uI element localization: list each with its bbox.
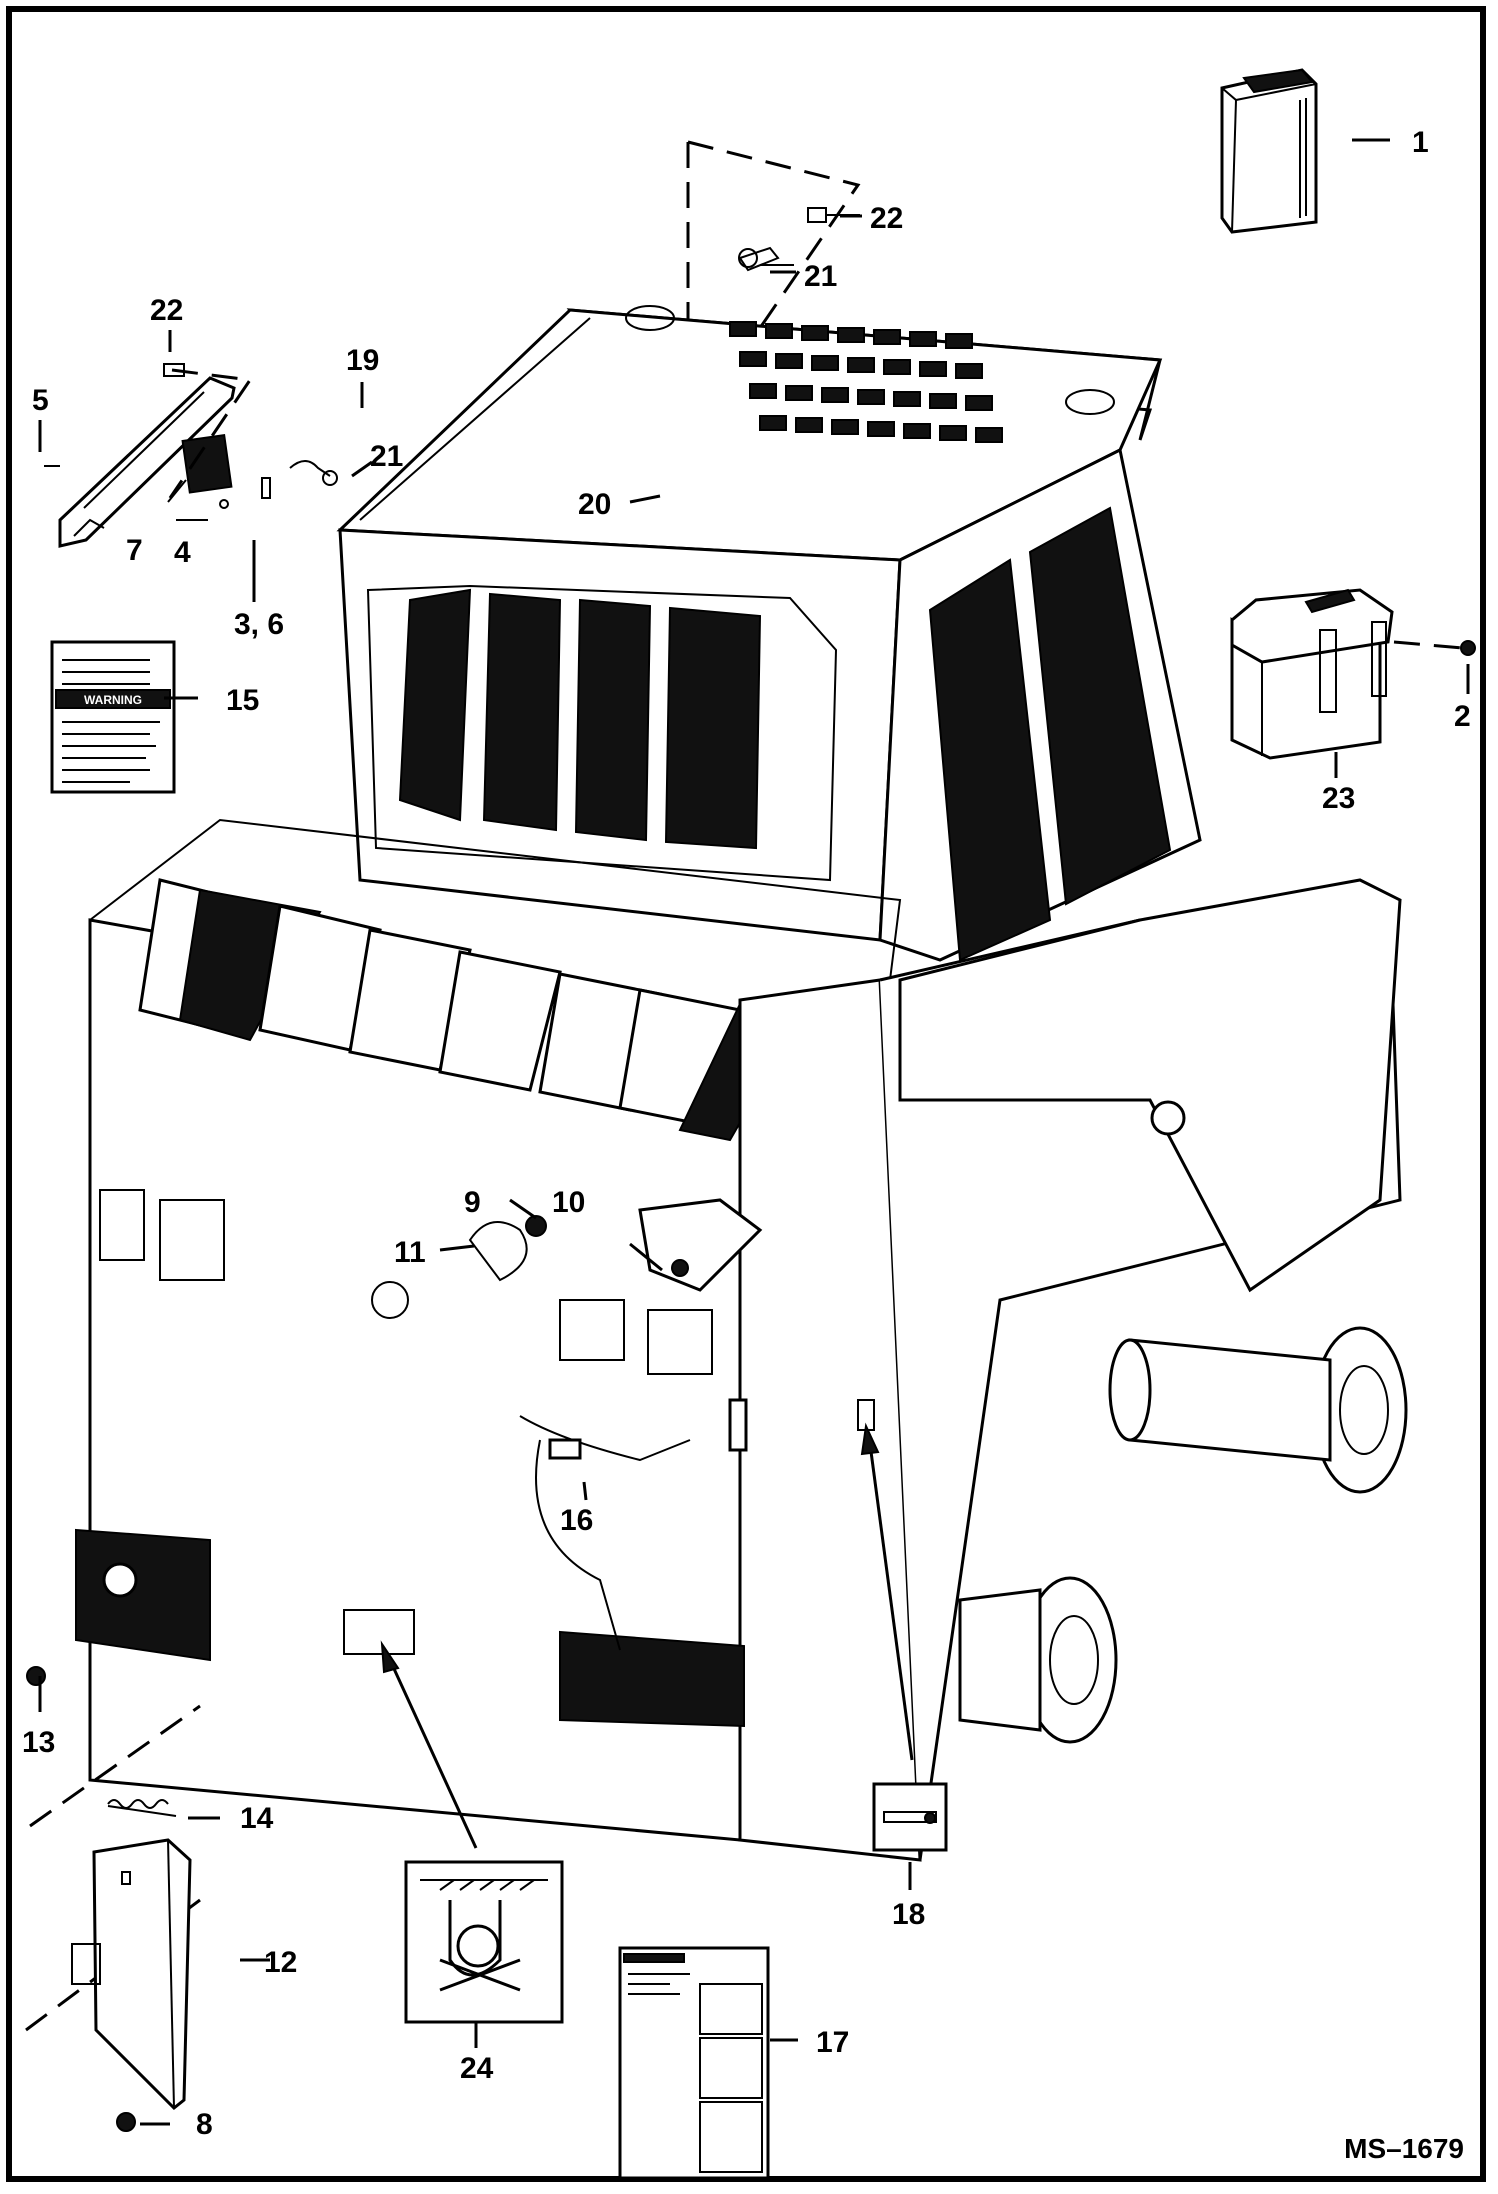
decal-warning-text: WARNING	[84, 693, 142, 707]
callout-19: 19	[346, 344, 379, 377]
callout-24: 24	[460, 2052, 494, 2085]
callout-12: 12	[264, 1946, 297, 1979]
callout-21-left: 21	[370, 440, 403, 473]
arrow-24	[388, 1659, 478, 1849]
part-24-decal	[404, 1860, 564, 2024]
callout-5: 5	[32, 384, 49, 417]
part-18-decal	[872, 1782, 948, 1852]
wheel-hub-upper	[1108, 1326, 1408, 1494]
callout-21-top: 21	[804, 260, 837, 293]
callout-7: 7	[126, 534, 143, 567]
part-15-warning-decal: WARNING	[50, 640, 176, 794]
callout-9: 9	[464, 1186, 481, 1219]
callout-11: 11	[394, 1236, 426, 1269]
callout-22-top: 22	[870, 202, 903, 235]
machine-body	[75, 305, 1408, 1862]
figure-code: MS–1679	[1344, 2133, 1464, 2164]
callout-4: 4	[174, 536, 191, 569]
side-screen	[928, 506, 1172, 962]
leader-lines	[38, 138, 1470, 2126]
wheel-hub-lower	[958, 1576, 1118, 1744]
part-23-manual-holder	[1230, 588, 1476, 760]
front-screen	[398, 588, 762, 850]
callout-13: 13	[22, 1726, 55, 1759]
part-12-cover	[25, 1666, 201, 2132]
callout-1: 1	[1412, 126, 1429, 159]
callout-20: 20	[578, 488, 611, 521]
callout-10: 10	[552, 1186, 585, 1219]
roof-vent-grid	[729, 321, 1003, 443]
callout-22-left: 22	[150, 294, 183, 327]
callout-8: 8	[196, 2108, 213, 2141]
callout-18: 18	[892, 1898, 925, 1931]
callout-3-6: 3, 6	[234, 608, 284, 641]
callout-16: 16	[560, 1504, 593, 1537]
arrow-18	[868, 1443, 914, 1761]
left-handle-group	[44, 363, 338, 548]
part-1-operator-manual	[1220, 68, 1318, 234]
part-17-decal-sheet	[618, 1946, 770, 2180]
callout-17: 17	[816, 2026, 849, 2059]
floor-slats	[138, 878, 802, 1142]
callout-2: 2	[1454, 700, 1471, 733]
callout-14: 14	[240, 1802, 274, 1835]
callout-15: 15	[226, 684, 259, 717]
callout-23: 23	[1322, 782, 1355, 815]
